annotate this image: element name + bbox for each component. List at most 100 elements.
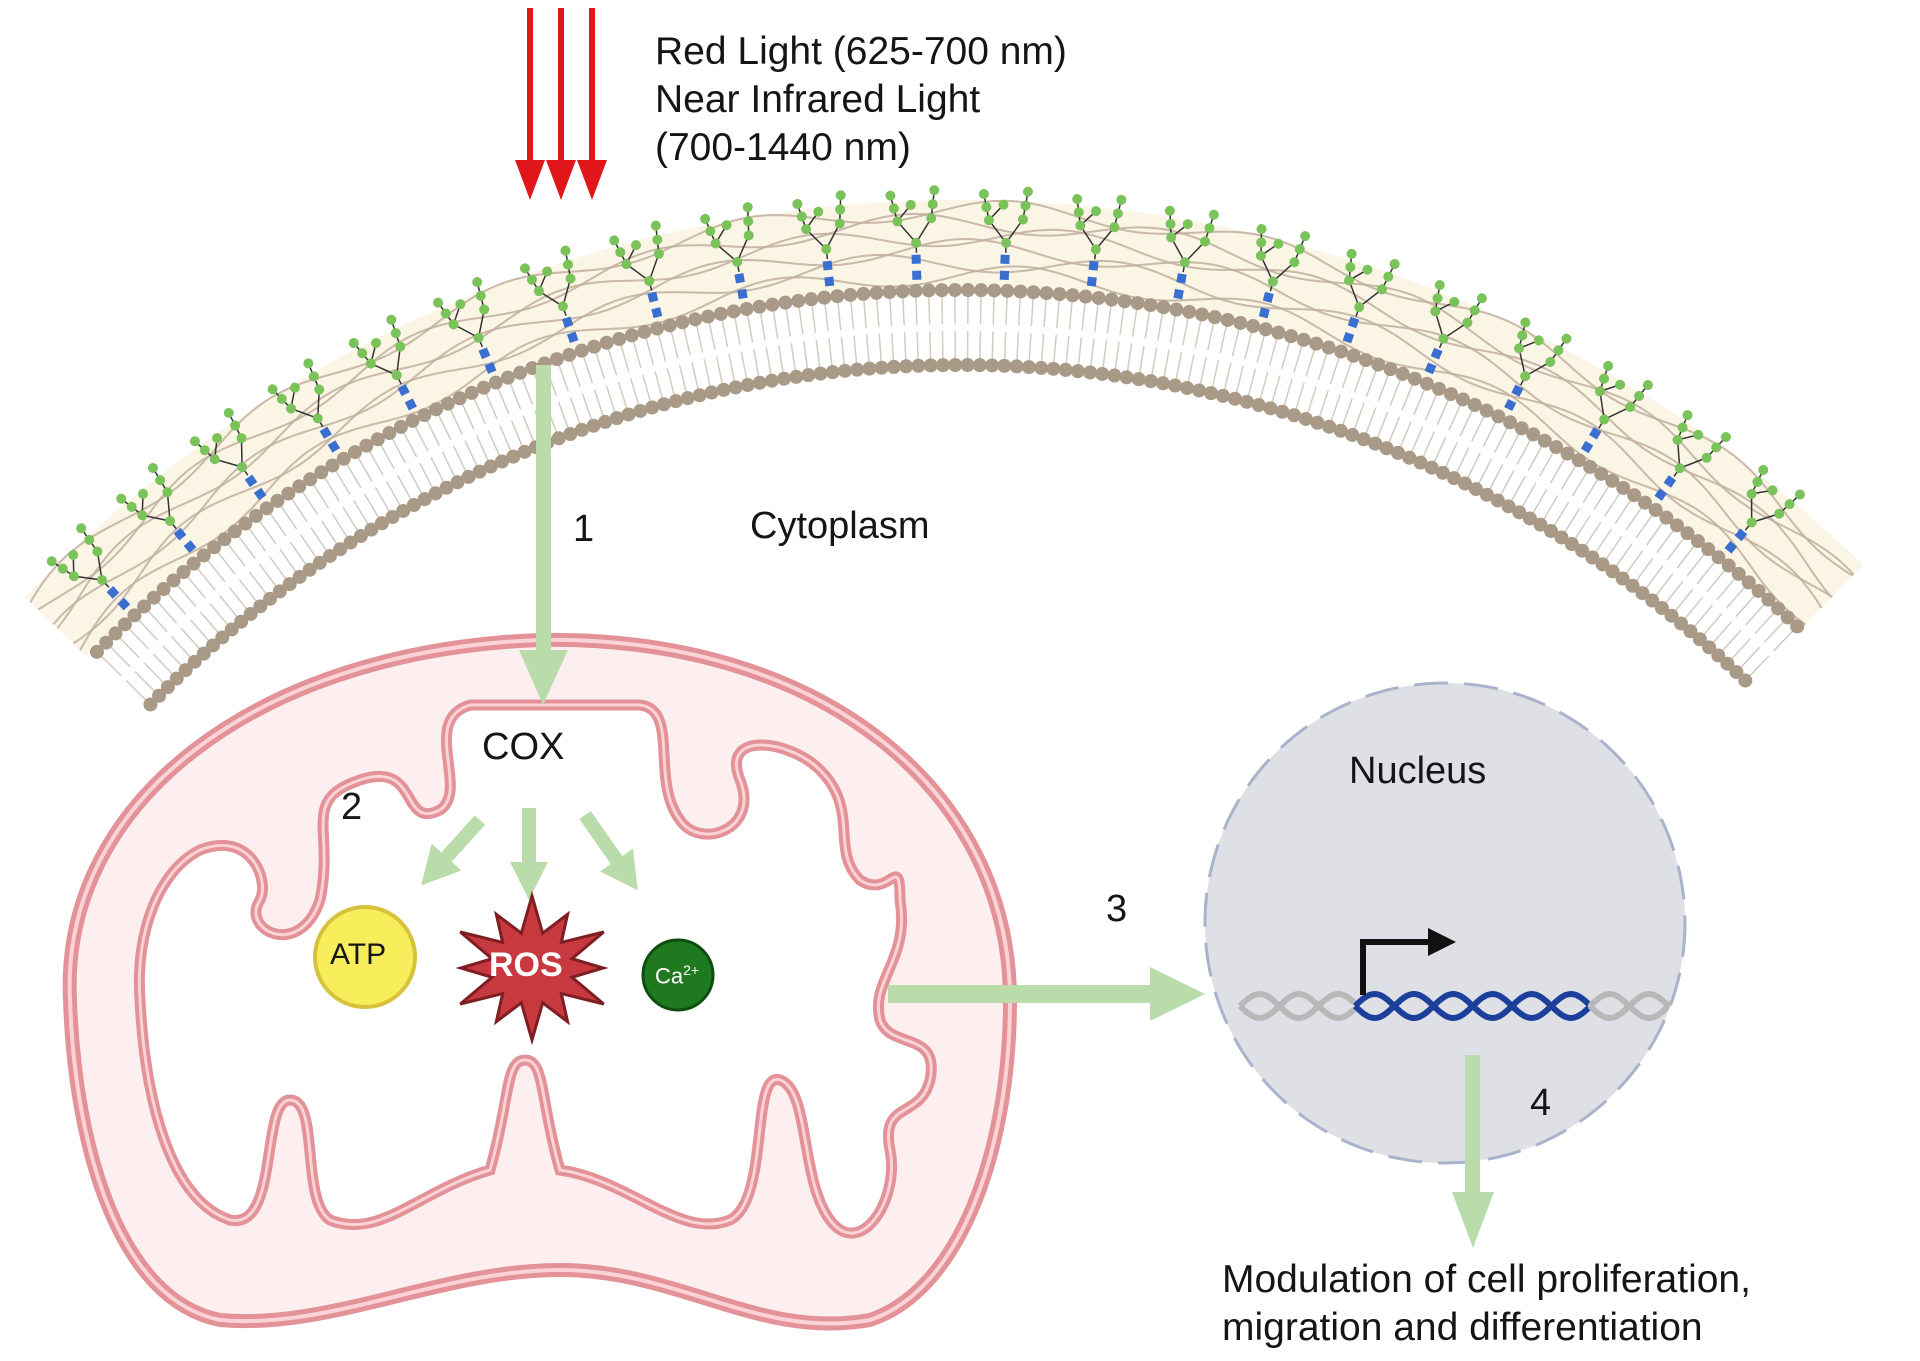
lipid-tail: [1140, 346, 1144, 374]
lipid-tail: [181, 628, 200, 649]
lipid-tail: [1746, 604, 1765, 625]
cox-label: COX: [482, 726, 564, 769]
lipid-tail: [717, 357, 723, 384]
lipid-tail: [1082, 303, 1085, 331]
lipid-tail: [168, 594, 186, 615]
lipid-head: [922, 283, 936, 297]
step-1-label: 1: [573, 508, 594, 551]
lipid-tail: [1019, 297, 1020, 325]
lipid-head: [1059, 363, 1073, 377]
calcium-charge: 2+: [683, 962, 699, 978]
lipid-head: [753, 376, 767, 390]
lipid-tail: [1318, 353, 1327, 380]
lipid-tail: [1572, 472, 1587, 496]
lipid-head: [899, 359, 913, 373]
lipid-tail: [1506, 434, 1519, 459]
lipid-tail: [1389, 417, 1400, 443]
lipid-tail: [381, 445, 394, 470]
lipid-head: [1297, 333, 1311, 347]
lipid-head: [789, 370, 803, 384]
lipid-tail: [153, 654, 172, 674]
lipid-tail: [667, 368, 674, 395]
lipid-tail: [1133, 309, 1137, 337]
lipid-tail: [1468, 453, 1480, 478]
lipid-tail: [1426, 394, 1437, 420]
lipid-head: [1383, 362, 1397, 376]
lipid-head: [985, 358, 999, 372]
lipid-tail: [1774, 631, 1793, 651]
lipid-tail: [1575, 515, 1590, 539]
lipid-tail: [1343, 399, 1352, 425]
lipid-tail: [1208, 323, 1214, 350]
lipid-head: [843, 288, 857, 302]
lipid-tail: [498, 388, 509, 414]
lipid-tail: [1636, 558, 1653, 581]
lipid-tail: [270, 513, 286, 536]
lipid-head: [961, 358, 975, 372]
lipid-head: [501, 371, 515, 385]
lipid-tail: [162, 645, 181, 665]
lipid-head: [909, 284, 923, 298]
lipid-head: [869, 286, 883, 300]
lipid-tail: [1195, 320, 1201, 347]
lipid-tail: [1069, 301, 1072, 329]
lipid-tail: [1615, 500, 1631, 523]
lipid-tail: [1731, 639, 1750, 660]
lipid-head: [622, 407, 636, 421]
lipid-tail: [1697, 562, 1715, 584]
lipid-head: [1216, 389, 1230, 403]
lipid-tail: [692, 362, 698, 389]
lipid-tail: [631, 378, 639, 405]
lipid-tail: [992, 331, 993, 359]
lipid-head: [587, 340, 601, 354]
lipid-head: [1408, 372, 1422, 386]
lipid-head: [1131, 296, 1145, 310]
lipid-tail: [228, 544, 245, 566]
lipid-head: [1040, 286, 1054, 300]
lipid-head: [804, 292, 818, 306]
lipid-head: [1246, 319, 1260, 333]
lipid-tail: [1501, 471, 1514, 496]
lipid-head: [1144, 374, 1158, 388]
lipid-head: [1204, 386, 1218, 400]
lipid-tail: [1127, 344, 1131, 372]
lipid-tail: [799, 307, 803, 335]
lipid-tail: [890, 298, 892, 326]
lipid-head: [1120, 370, 1134, 384]
lipid-tail: [1176, 352, 1181, 379]
lipid-head: [1208, 310, 1222, 324]
lipid-head: [441, 397, 455, 411]
lipid-head: [961, 283, 975, 297]
lipid-head: [752, 300, 766, 314]
lipid-tail: [729, 354, 735, 381]
lipid-head: [948, 283, 962, 297]
lipid-tail: [1511, 477, 1525, 502]
lipid-tail: [571, 361, 580, 387]
lipid-head: [1105, 293, 1119, 307]
lipid-head: [1192, 383, 1206, 397]
light-arrow-head: [546, 160, 576, 200]
lipid-tail: [786, 309, 790, 337]
arrow-step-3-head: [1150, 967, 1205, 1021]
lipid-tail: [748, 315, 753, 343]
lipid-head: [1228, 392, 1242, 406]
lipid-tail: [135, 672, 155, 692]
lipid-head: [1738, 674, 1752, 688]
lipid-tail: [1713, 622, 1731, 643]
lipid-tail: [144, 663, 164, 683]
lipid-tail: [354, 501, 369, 525]
lipid-head: [1252, 398, 1266, 412]
lipid-tail: [633, 341, 641, 368]
lipid-tail: [120, 638, 140, 658]
lipid-head: [1053, 287, 1067, 301]
lipid-tail: [1284, 379, 1292, 406]
lipid-head: [1359, 353, 1373, 367]
lipid-tail: [392, 438, 405, 463]
lipid-tail: [841, 337, 844, 365]
lipid-head: [1092, 291, 1106, 305]
lipid-head: [838, 364, 852, 378]
lipid-tail: [369, 451, 383, 475]
lipid-tail: [1158, 313, 1163, 341]
lipid-tail: [158, 602, 177, 623]
lipid-tail: [854, 336, 857, 364]
